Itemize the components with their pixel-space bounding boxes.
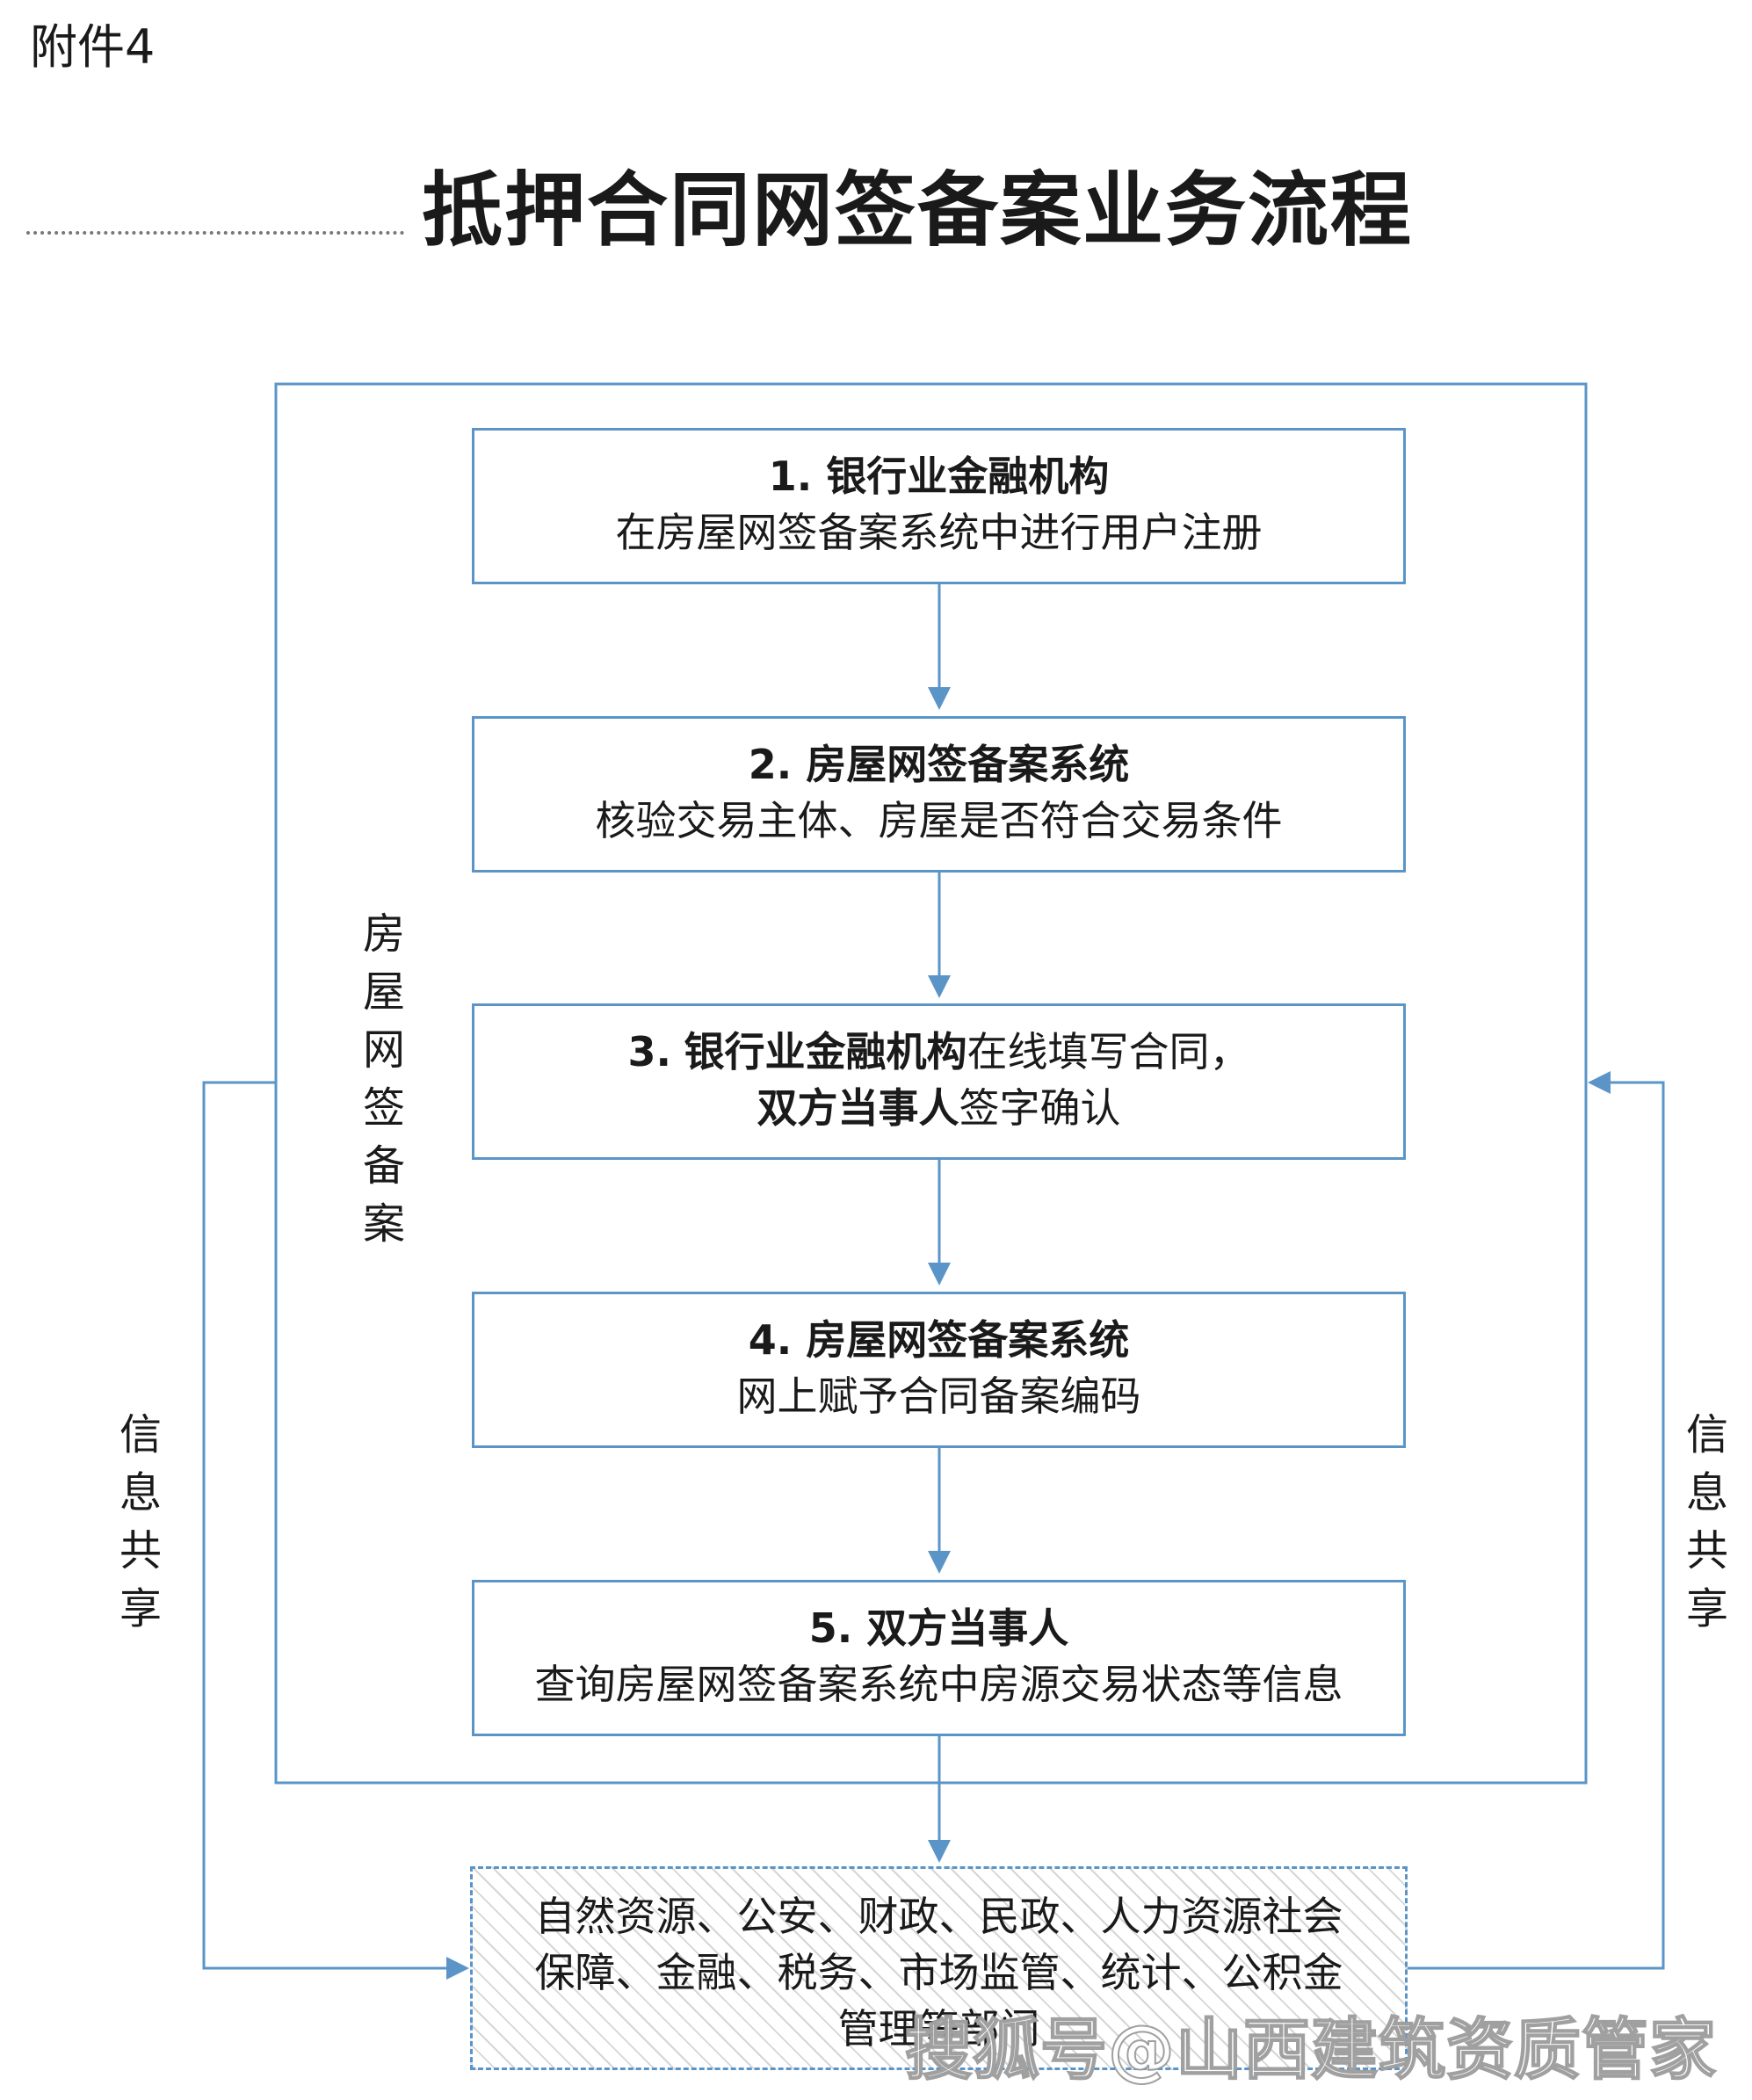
step-2-actor: 房屋网签备案系统 [806,741,1130,788]
page-title: 抵押合同网签备案业务流程 [422,163,1414,257]
step-1-actor: 银行业金融机构 [826,453,1110,500]
step-5-heading: 5. 双方当事人 [474,1600,1403,1656]
step-1-heading: 1. 银行业金融机构 [474,448,1403,504]
arrow-left-sharing [202,1081,460,1970]
watermark: 搜狐号@山西建筑资质管家 [904,2009,1717,2089]
step-4-actor: 房屋网签备案系统 [806,1316,1130,1364]
arrowhead-agencies [928,1840,951,1863]
arrowhead-step5 [928,1551,951,1574]
attachment-label: 附件4 [30,19,156,75]
agencies-box: 自然资源、公安、财政、民政、人力资源社会 保障、金融、税务、市场监管、统计、公积… [470,1866,1408,2070]
step-3-line-1: 3. 银行业金融机构在线填写合同， [474,1024,1403,1080]
frame-vertical-label: 房 屋 网 签 备 案 [358,905,410,1253]
agencies-line: 自然资源、公安、财政、民政、人力资源社会 [534,1893,1343,1940]
agencies-line: 管理等部门 [837,2005,1040,2053]
step-3-actor: 银行业金融机构 [684,1028,967,1075]
agencies-line: 保障、金融、税务、市场监管、统计、公积金 [534,1949,1343,1996]
frame-label-char: 案 [362,1199,405,1249]
frame-label-char: 备 [362,1141,405,1191]
right-label-char: 共 [1685,1526,1728,1575]
step-4-description: 网上赋予合同备案编码 [736,1372,1141,1420]
step-5-box: 5. 双方当事人 查询房屋网签备案系统中房源交易状态等信息 [472,1580,1406,1736]
step-3-action-2: 签字确认 [959,1084,1121,1132]
step-3-actor-2: 双方当事人 [757,1084,959,1132]
step-5-actor: 双方当事人 [866,1604,1069,1652]
step-5-number: 5. [808,1604,853,1652]
step-1-description: 在房屋网签备案系统中进行用户注册 [615,509,1263,556]
arrowhead-left-sharing [446,1957,469,1980]
frame-label-char: 屋 [362,967,405,1017]
step-3-number: 3. [627,1028,671,1075]
step-2-heading: 2. 房屋网签备案系统 [474,736,1403,793]
step-3-box: 3. 银行业金融机构在线填写合同， 双方当事人签字确认 [472,1003,1406,1160]
step-5-description: 查询房屋网签备案系统中房源交易状态等信息 [534,1661,1343,1708]
left-label-char: 息 [119,1468,162,1517]
step-1-number: 1. [768,453,813,500]
step-4-box: 4. 房屋网签备案系统 网上赋予合同备案编码 [472,1292,1406,1448]
left-label-char: 共 [119,1526,162,1575]
dotted-leader [26,231,404,235]
arrowhead-right-sharing [1588,1071,1611,1094]
left-label-char: 信 [119,1410,162,1459]
left-label-char: 享 [119,1584,162,1633]
frame-label-char: 网 [362,1025,405,1075]
arrowhead-step3 [928,975,951,998]
frame-label-char: 签 [362,1083,405,1133]
arrow-right-sharing [1408,1081,1665,1970]
frame-label-char: 房 [362,909,405,959]
right-label-char: 信 [1685,1410,1728,1459]
right-label-char: 享 [1685,1584,1728,1633]
step-4-heading: 4. 房屋网签备案系统 [474,1312,1403,1368]
arrowhead-step2 [928,687,951,710]
right-sharing-label: 信 息 共 享 [1681,1406,1734,1638]
right-label-char: 息 [1685,1468,1728,1517]
step-3-action: 在线填写合同， [966,1028,1250,1075]
arrowhead-step4 [928,1263,951,1285]
step-2-number: 2. [748,741,793,788]
step-2-box: 2. 房屋网签备案系统 核验交易主体、房屋是否符合交易条件 [472,716,1406,873]
step-2-description: 核验交易主体、房屋是否符合交易条件 [595,797,1283,844]
step-1-box: 1. 银行业金融机构 在房屋网签备案系统中进行用户注册 [472,428,1406,584]
step-3-line-2: 双方当事人签字确认 [474,1080,1403,1136]
step-4-number: 4. [748,1316,793,1364]
left-sharing-label: 信 息 共 享 [114,1406,167,1638]
